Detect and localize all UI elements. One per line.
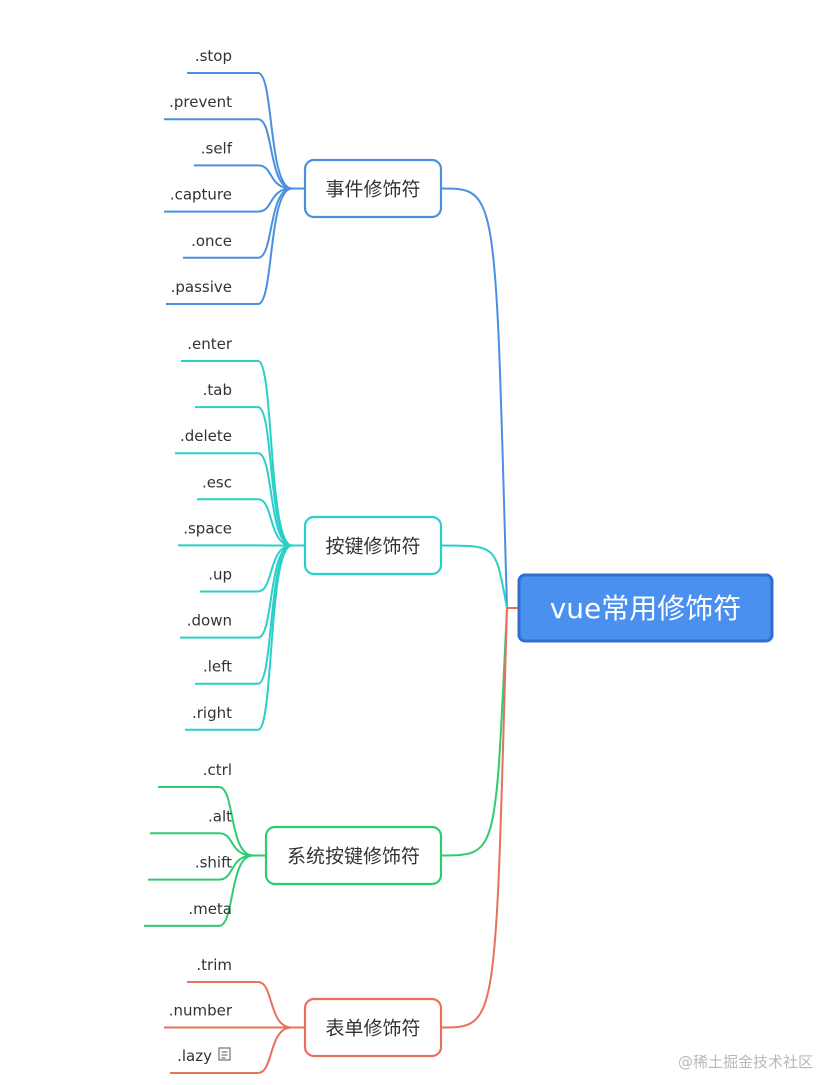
- leaf-label[interactable]: .up: [208, 566, 232, 584]
- leaf-label[interactable]: .delete: [180, 427, 232, 445]
- root-connector-4: [441, 608, 507, 1028]
- leaf-connector: [164, 119, 305, 188]
- leaf-label[interactable]: .trim: [196, 956, 232, 974]
- leaf-label[interactable]: .lazy: [177, 1047, 212, 1065]
- leaf-label[interactable]: .alt: [208, 807, 232, 825]
- leaf-connector: [150, 833, 266, 855]
- branch-label: 表单修饰符: [325, 1018, 420, 1040]
- leaf-label[interactable]: .tab: [203, 381, 232, 399]
- leaf-label[interactable]: .ctrl: [203, 761, 232, 779]
- leaf-label[interactable]: .prevent: [169, 93, 232, 111]
- leaf-label[interactable]: .once: [191, 232, 232, 250]
- root-connector-2: [441, 546, 507, 609]
- leaf-label[interactable]: .capture: [170, 186, 232, 204]
- leaf-connector: [187, 73, 305, 189]
- leaf-label[interactable]: .left: [203, 658, 232, 676]
- root-connector-3: [441, 608, 507, 856]
- leaf-label[interactable]: .space: [183, 519, 232, 537]
- root-label: vue常用修饰符: [550, 592, 742, 625]
- leaf-label[interactable]: .stop: [195, 47, 232, 65]
- leaf-label[interactable]: .shift: [195, 854, 232, 872]
- branch-label: 事件修饰符: [325, 179, 420, 201]
- leaf-label[interactable]: .self: [201, 139, 233, 157]
- leaf-label[interactable]: .meta: [188, 900, 232, 918]
- branch-label: 按键修饰符: [325, 536, 420, 558]
- leaf-label[interactable]: .down: [187, 612, 232, 630]
- leaf-label[interactable]: .enter: [187, 335, 233, 353]
- watermark: @稀土掘金技术社区: [678, 1051, 813, 1072]
- leaf-label[interactable]: .number: [169, 1002, 233, 1020]
- leaf-label[interactable]: .right: [192, 704, 232, 722]
- branch-label: 系统按键修饰符: [287, 846, 420, 868]
- leaf-label[interactable]: .passive: [171, 278, 232, 296]
- leaf-label[interactable]: .esc: [202, 473, 232, 491]
